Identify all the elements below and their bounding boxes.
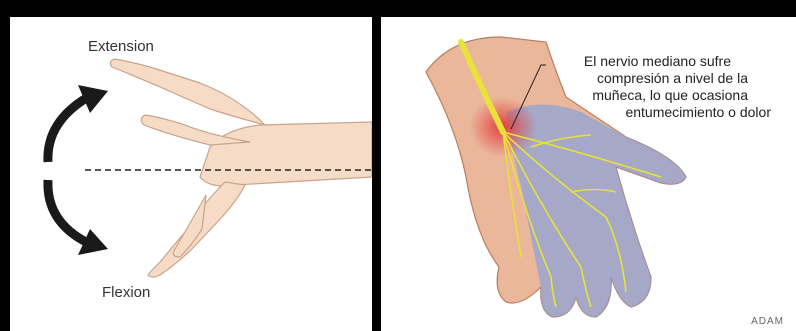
callout-line-3: muñeca, lo que ocasiona <box>592 87 748 104</box>
extension-arrow <box>48 97 88 162</box>
callout-line-1: El nervio mediano sufre <box>584 53 731 70</box>
callout-line-2: compresión a nivel de la <box>597 70 748 87</box>
extended-hand-palm <box>141 115 250 145</box>
flexion-label: Flexion <box>102 284 150 301</box>
wrist-motion-panel: Extension Flexion <box>10 17 372 331</box>
watermark-logo: ADAM <box>751 316 784 327</box>
callout-line-4: entumecimiento o dolor <box>625 104 771 121</box>
extension-label: Extension <box>88 38 154 55</box>
forearm <box>200 122 372 186</box>
flexion-arrow <box>48 180 88 243</box>
wrist-motion-illustration <box>10 17 372 331</box>
extended-hand <box>110 59 265 125</box>
median-nerve-panel: El nervio mediano sufre compresión a niv… <box>381 17 796 331</box>
